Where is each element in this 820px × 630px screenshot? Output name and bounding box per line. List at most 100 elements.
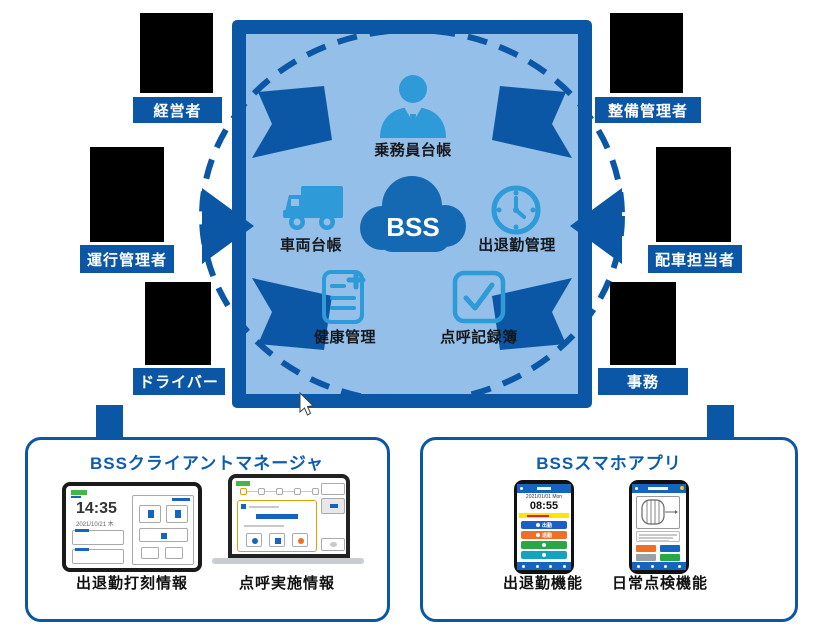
small-button-2: [165, 547, 183, 559]
persona-photo-executive: [140, 13, 213, 93]
clock-out-label: 退勤: [541, 532, 552, 539]
stamp-glyph: [175, 510, 181, 518]
inspection-note: [636, 531, 680, 542]
break-start-icon: [542, 543, 546, 547]
persona-label-office-staff: 事務: [598, 368, 688, 395]
text-line: [249, 506, 279, 508]
undo-glyph: [330, 542, 337, 547]
speaker-glyph: [275, 538, 281, 544]
alert-strip: [519, 513, 569, 518]
note-line: [639, 534, 677, 536]
panel-title-smartphone-app: BSSスマホアプリ: [536, 454, 682, 473]
help-icon: [680, 486, 684, 490]
person-glyph: [241, 504, 246, 509]
field-label: [75, 529, 89, 532]
header-title-bar: [648, 487, 668, 490]
clock-out-icon: [535, 533, 540, 537]
nav-icon: [549, 564, 553, 568]
persona-label-driver: ドライバー: [133, 368, 225, 395]
header-title-bar: [537, 487, 551, 490]
bss-logo-sub: [71, 496, 81, 498]
persona-photo-operation-manager: [90, 147, 164, 242]
tablet-field-1: [72, 529, 124, 545]
persona-label-maintenance-manager: 整備管理者: [595, 97, 701, 123]
truck-icon: [283, 186, 343, 230]
tire-illustration: [641, 499, 678, 525]
note-line: [639, 540, 669, 542]
tablet-clock-date: 2021/10/21 木: [76, 522, 114, 528]
ng-button: [636, 545, 656, 552]
persona-photo-driver: [145, 282, 211, 365]
nav-icon: [664, 564, 668, 568]
back-button: [636, 554, 656, 561]
phone-screen: [632, 484, 686, 570]
progress-bar: [256, 514, 298, 519]
bss-cloud: BSS: [360, 176, 466, 252]
module-label-attendance: 出退勤管理: [478, 237, 556, 254]
connector-right: [707, 405, 734, 438]
step-icon-3: [276, 488, 283, 495]
persona-photo-office-staff: [610, 282, 676, 365]
stamp-button-1: [139, 505, 161, 523]
tablet-field-2: [72, 548, 124, 564]
panel-smartphone-app: [420, 437, 798, 622]
clock-icon: [491, 185, 541, 235]
clock-in-icon: [535, 523, 540, 527]
laptop-device: [228, 474, 350, 558]
module-label-vehicle: 車両台帳: [279, 237, 343, 254]
alert-text-bar: [527, 514, 549, 517]
side-table: [321, 483, 345, 495]
person-icon: [380, 75, 446, 138]
field-label: [75, 548, 89, 551]
phone-header: [517, 484, 571, 493]
nav-icon: [637, 564, 641, 568]
caption-tablet: 出退勤打刻情報: [75, 575, 189, 592]
nav-icon: [522, 564, 526, 568]
clock-in-button: 出勤: [521, 521, 567, 529]
tablet-device: 14:35 2021/10/21 木: [62, 482, 202, 572]
clock-in-label: 出勤: [541, 522, 552, 529]
bss-logo: [236, 481, 250, 486]
tablet-action-area: [132, 495, 194, 565]
module-label-rollcall: 点呼記録簿: [440, 329, 518, 346]
back-icon: [635, 487, 638, 490]
persona-label-operation-manager: 運行管理者: [80, 245, 174, 273]
nav-icon: [562, 564, 566, 568]
caption-laptop: 点呼実施情報: [238, 575, 336, 592]
next-button: [321, 498, 345, 514]
rollcall-form: [237, 500, 317, 552]
return-button: [321, 538, 345, 551]
bss-cloud-label: BSS: [386, 212, 439, 242]
back-icon: [520, 487, 523, 490]
step-icon-4: [294, 488, 301, 495]
speaker-row: [139, 528, 188, 542]
nav-icon: [650, 564, 654, 568]
health-report-icon: [322, 270, 366, 324]
laptop-base: [212, 558, 364, 564]
nav-icon: [535, 564, 539, 568]
arrow-glyph: [330, 504, 338, 508]
module-label-crew: 乗務員台帳: [374, 142, 452, 159]
break-end-icon: [542, 553, 546, 557]
phone-inspection: [629, 480, 689, 574]
speaker-glyph: [161, 533, 167, 539]
note-line: [639, 537, 673, 539]
text-line: [244, 525, 284, 527]
checkbox-icon: [452, 270, 506, 324]
panel-title-client-manager: BSSクライアントマネージャ: [89, 454, 325, 473]
phone-date: 2021/01/01 Mon: [525, 494, 563, 500]
stamp-glyph: [148, 510, 154, 518]
ok-button: [660, 545, 680, 552]
step-icon-2: [258, 488, 265, 495]
persona-photo-dispatcher: [656, 147, 731, 242]
step-icon-5: [312, 488, 319, 495]
phone-screen: 2021/01/01 Mon 08:55 出勤 退勤: [517, 484, 571, 570]
phone-attendance: 2021/01/01 Mon 08:55 出勤 退勤: [514, 480, 574, 574]
phone-nav-bar: [517, 562, 571, 570]
break-start-button: [521, 541, 567, 549]
control-button-1: [246, 533, 262, 547]
persona-label-dispatcher: 配車担当者: [648, 245, 742, 273]
caption-phone-attendance: 出退勤機能: [502, 575, 584, 592]
bss-logo: [71, 490, 87, 495]
break-end-button: [521, 551, 567, 559]
